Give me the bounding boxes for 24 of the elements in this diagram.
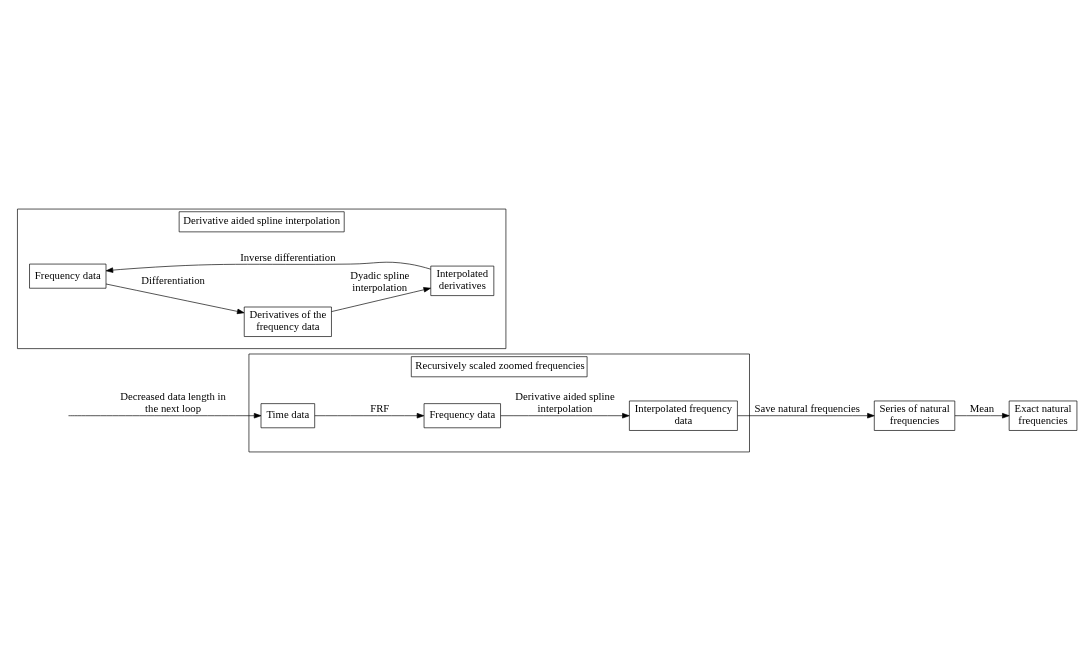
node-box: Frequency data [423,403,501,429]
arrow [105,283,245,315]
edge-label: Differentiation [141,274,205,287]
node-box: Interpolated frequency data [629,400,738,431]
edge-label: Dyadic spline interpolation [350,268,410,293]
arrow [954,413,1010,419]
node-box: Interpolated derivatives [430,265,495,296]
arrow [68,413,262,419]
arrow [737,413,875,419]
edge-label: Mean [969,402,995,415]
arrow [500,413,630,419]
node-box: Frequency data [29,263,107,289]
edge-label: Save natural frequencies [754,402,860,415]
arrow [314,413,425,419]
node-box: Derivatives of the frequency data [243,306,332,337]
node-box: Series of natural frequencies [873,400,956,431]
edge-label: FRF [370,402,390,415]
arrow [105,261,432,273]
node-box: Time data [260,403,316,429]
edge-label: Derivative aided spline interpolation [515,390,615,415]
edge-label: Inverse differentiation [240,251,336,264]
arrow [331,287,431,312]
edge-label: Decreased data length in the next loop [120,390,226,415]
node-box: Exact natural frequencies [1008,400,1078,431]
